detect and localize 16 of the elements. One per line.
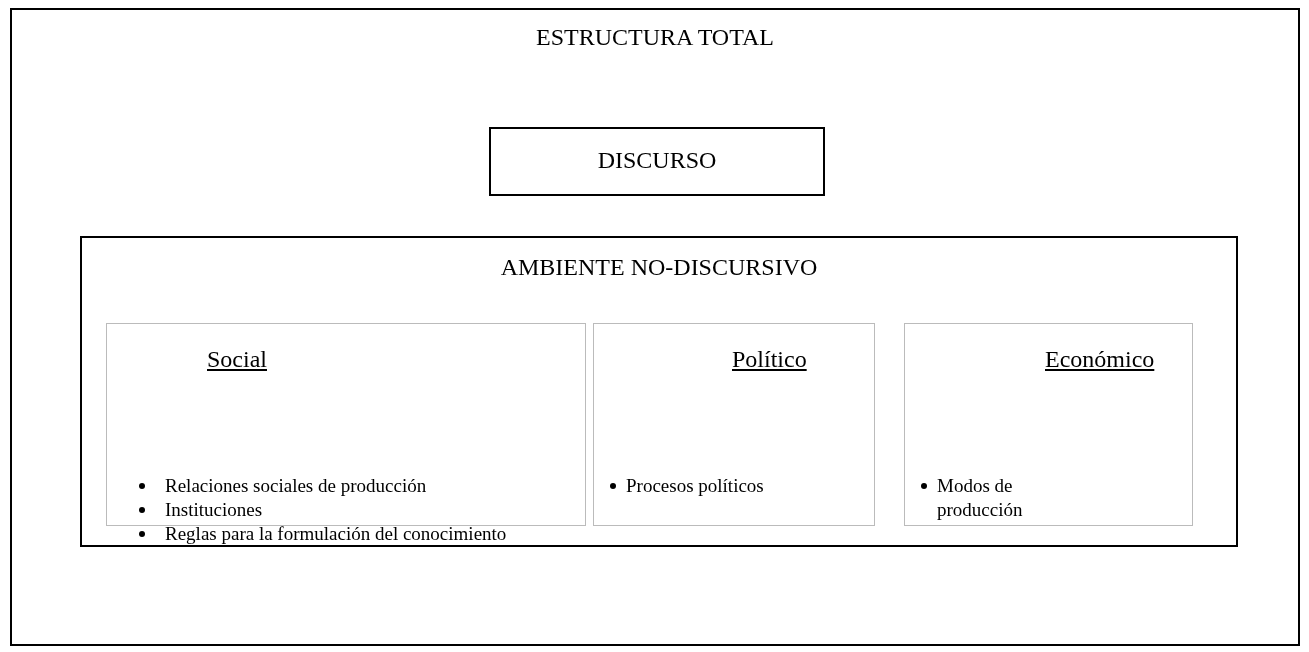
category-panel <box>904 323 1193 526</box>
environment-panel <box>80 236 1238 547</box>
bullet-item: Modos de producción <box>917 474 1097 522</box>
category-heading: Económico <box>1045 346 1155 373</box>
category-heading: Político <box>732 346 807 373</box>
category-heading: Social <box>207 346 267 373</box>
category-panel <box>593 323 875 526</box>
group-title: ESTRUCTURA TOTAL <box>535 24 775 51</box>
bullet-item: Procesos políticos <box>606 474 866 498</box>
process-box <box>489 127 825 196</box>
bullet-item: Reglas para la formulación del conocimiento <box>135 522 577 546</box>
bullet-item: Instituciones <box>135 498 577 522</box>
bullet-item: Relaciones sociales de producción <box>135 474 577 498</box>
group-title: AMBIENTE NO-DISCURSIVO <box>499 254 819 281</box>
structure-frame <box>10 8 1300 646</box>
box-label: DISCURSO <box>596 147 718 174</box>
